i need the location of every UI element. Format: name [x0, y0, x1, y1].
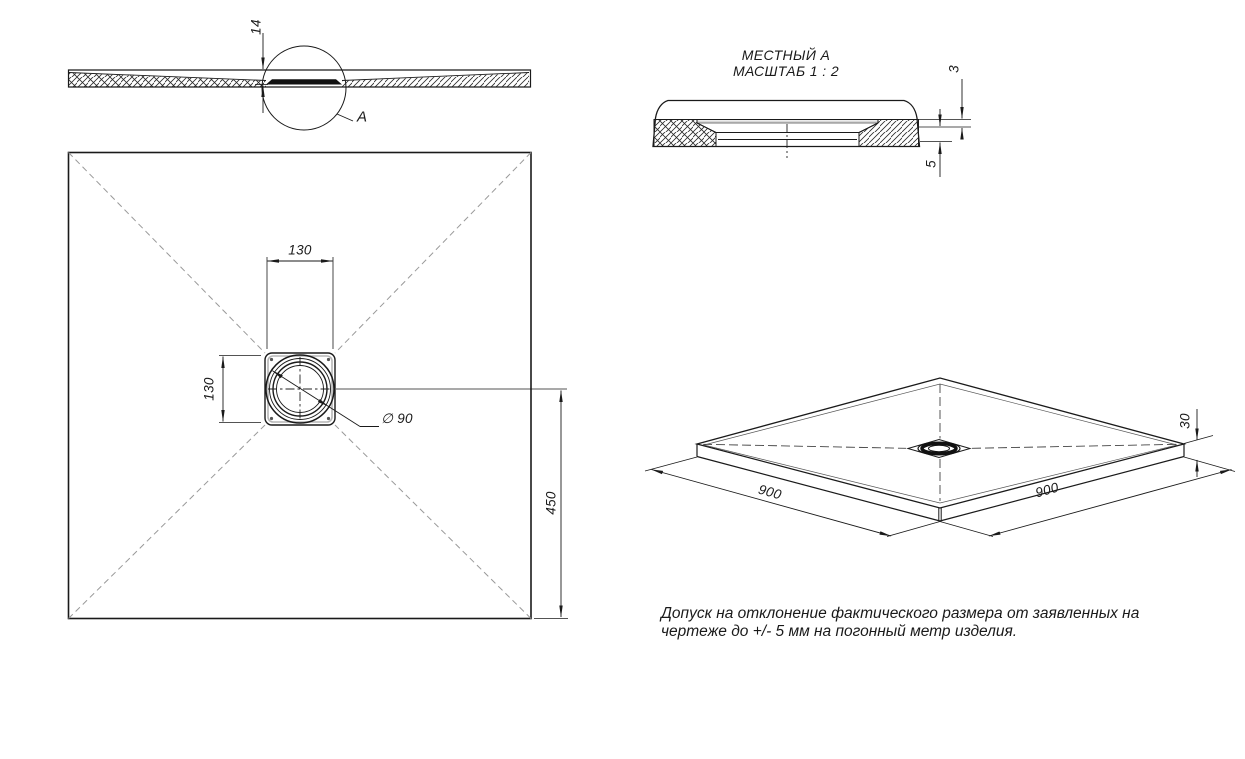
dim-section-height: 14: [248, 19, 264, 35]
tolerance-note-line1: Допуск на отклонение фактического размер…: [661, 605, 1140, 622]
dim-drain-width: 130: [288, 242, 312, 258]
dim-iso-thickness: 30: [1177, 413, 1193, 429]
dim-cover-depth: 5: [923, 160, 939, 168]
detail-view-title: МЕСТНЫЙ А: [741, 47, 831, 63]
dim-drain-height: 130: [201, 377, 217, 401]
section-view: [67, 33, 532, 131]
isometric-view: [644, 377, 1236, 537]
dim-center-to-edge: 450: [543, 491, 559, 515]
detail-view-scale: МАСШТАБ 1 : 2: [732, 63, 840, 79]
tolerance-note: Допуск на отклонение фактического размер…: [661, 605, 1139, 640]
dim-cover-lip: 3: [946, 65, 962, 73]
dim-drain-diameter: ∅ 90: [381, 411, 413, 426]
plan-view: [67, 151, 568, 620]
detail-view-a: [652, 79, 971, 177]
detail-circle-label: A: [356, 108, 368, 126]
tolerance-note-line2: чертеже до +/- 5 мм на погонный метр изд…: [661, 622, 1018, 640]
